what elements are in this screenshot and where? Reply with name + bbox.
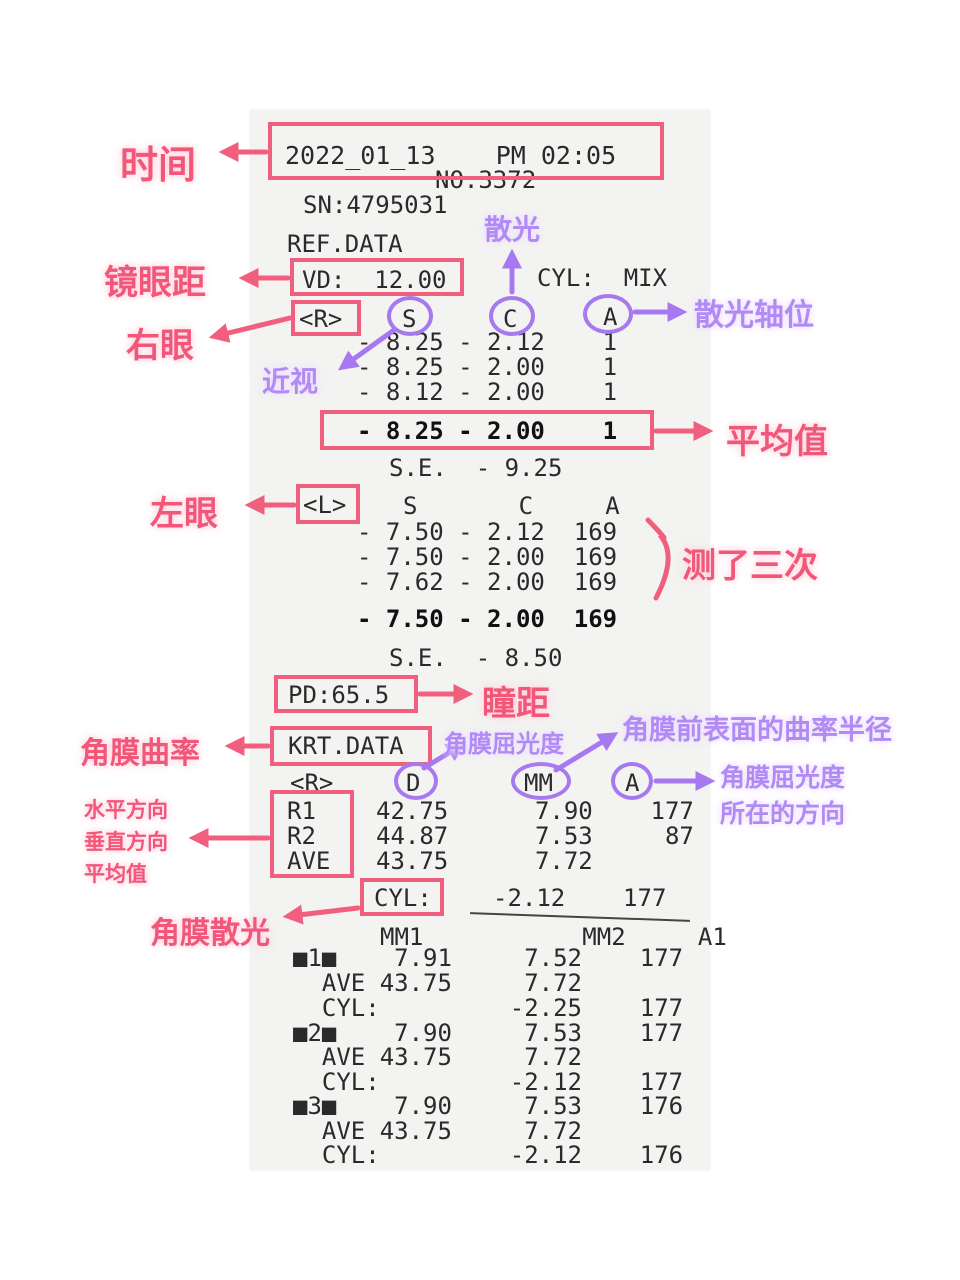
r-row-3: - 8.12 - 2.00 1: [357, 378, 618, 406]
receipt-number: NO.3372: [435, 166, 537, 194]
measure-line-5: AVE 43.75 7.72: [293, 1043, 582, 1071]
cyl-box: [360, 878, 444, 916]
l-row-2: - 7.50 - 2.00 169: [357, 543, 618, 571]
label-curvature: 角膜曲率: [80, 736, 200, 771]
right-eye-tag: <R>: [299, 305, 343, 333]
label-axis: 散光轴位: [694, 298, 814, 333]
krt-cyl-value: -2.12 177: [493, 884, 667, 912]
krt-box: [270, 726, 432, 766]
l-row-1: - 7.50 - 2.12 169: [357, 518, 618, 546]
l-row-3: - 7.62 - 2.00 169: [357, 568, 618, 596]
krt-cyl-label: CYL:: [374, 884, 432, 912]
ref-data-header: REF.DATA: [287, 230, 403, 258]
time-box: [268, 122, 664, 180]
vd-value: VD: 12.00: [302, 266, 447, 294]
label-mean: 平均值: [84, 862, 147, 886]
r-row-2: - 8.25 - 2.00 1: [357, 353, 618, 381]
average-box: [320, 410, 654, 450]
label-right-eye: 右眼: [126, 326, 194, 366]
left-eye-box: [296, 484, 360, 524]
d-circle: [394, 762, 438, 800]
label-astigmatism: 散光: [484, 213, 541, 246]
krt-values-r1: 42.75 7.90 177: [376, 797, 694, 825]
r1-r2-ave-box: [270, 790, 354, 878]
s-circle: [387, 296, 433, 336]
measure-line-3: CYL: -2.25 177: [293, 994, 684, 1022]
krt-data-header: KRT.DATA: [288, 732, 404, 760]
a-circle: [583, 294, 633, 334]
vd-box: [290, 258, 464, 296]
l-average: - 7.50 - 2.00 169: [357, 605, 618, 633]
label-left-eye: 左眼: [150, 494, 218, 534]
measure-line-4: ■2■ 7.90 7.53 177: [293, 1019, 684, 1047]
label-corneal-astigmatism: 角膜散光: [150, 916, 270, 951]
mm-header: MM1 MM2 A1: [380, 923, 727, 951]
label-average: 平均值: [726, 422, 828, 462]
label-vertical: 垂直方向: [84, 830, 168, 854]
krt-label-ave: AVE: [287, 847, 331, 875]
label-refractive-power: 角膜屈光度: [444, 730, 564, 758]
printed-receipt: [250, 110, 710, 1170]
measure-line-6: CYL: -2.12 177: [293, 1068, 684, 1096]
krt-values-ave: 43.75 7.72: [376, 847, 593, 875]
label-direction-2: 所在的方向: [720, 799, 846, 828]
r-average: - 8.25 - 2.00 1: [357, 417, 618, 445]
c-circle: [489, 296, 535, 336]
label-radius: 角膜前表面的曲率半径: [622, 715, 892, 746]
label-pd: 瞳距: [482, 684, 550, 724]
l-se: S.E. - 8.50: [389, 644, 563, 672]
label-direction-1: 角膜屈光度: [720, 763, 846, 792]
label-vd: 镜眼距: [104, 263, 206, 303]
a2-circle: [611, 762, 653, 800]
measure-line-7: ■3■ 7.90 7.53 176: [293, 1092, 684, 1120]
label-horizontal: 水平方向: [84, 798, 168, 822]
measure-line-9: CYL: -2.12 176: [293, 1141, 684, 1169]
label-myopia: 近视: [262, 365, 319, 398]
krt-values-r2: 44.87 7.53 87: [376, 822, 694, 850]
serial-number: SN:4795031: [303, 191, 448, 219]
measure-line-8: AVE 43.75 7.72: [293, 1117, 582, 1145]
pd-box: [274, 675, 418, 713]
measure-line-1: ■1■ 7.91 7.52 177: [293, 944, 684, 972]
r-row-1: - 8.25 - 2.12 1: [357, 328, 618, 356]
mm-circle: [511, 762, 571, 800]
measure-line-2: AVE 43.75 7.72: [293, 969, 582, 997]
receipt-datetime: 2022_01_13 PM 02:05: [285, 141, 617, 170]
krt-label-r2: R2: [287, 822, 316, 850]
cyl-mode: CYL: MIX: [537, 264, 668, 292]
right-eye-box: [291, 300, 361, 336]
label-three-times: 测了三次: [682, 546, 818, 586]
l-header: S C A: [403, 492, 620, 520]
krt-label-r1: R1: [287, 797, 316, 825]
r-se: S.E. - 9.25: [389, 454, 563, 482]
left-eye-tag: <L>: [303, 491, 347, 519]
pd-value: PD:65.5: [288, 681, 390, 709]
label-time: 时间: [120, 143, 197, 187]
